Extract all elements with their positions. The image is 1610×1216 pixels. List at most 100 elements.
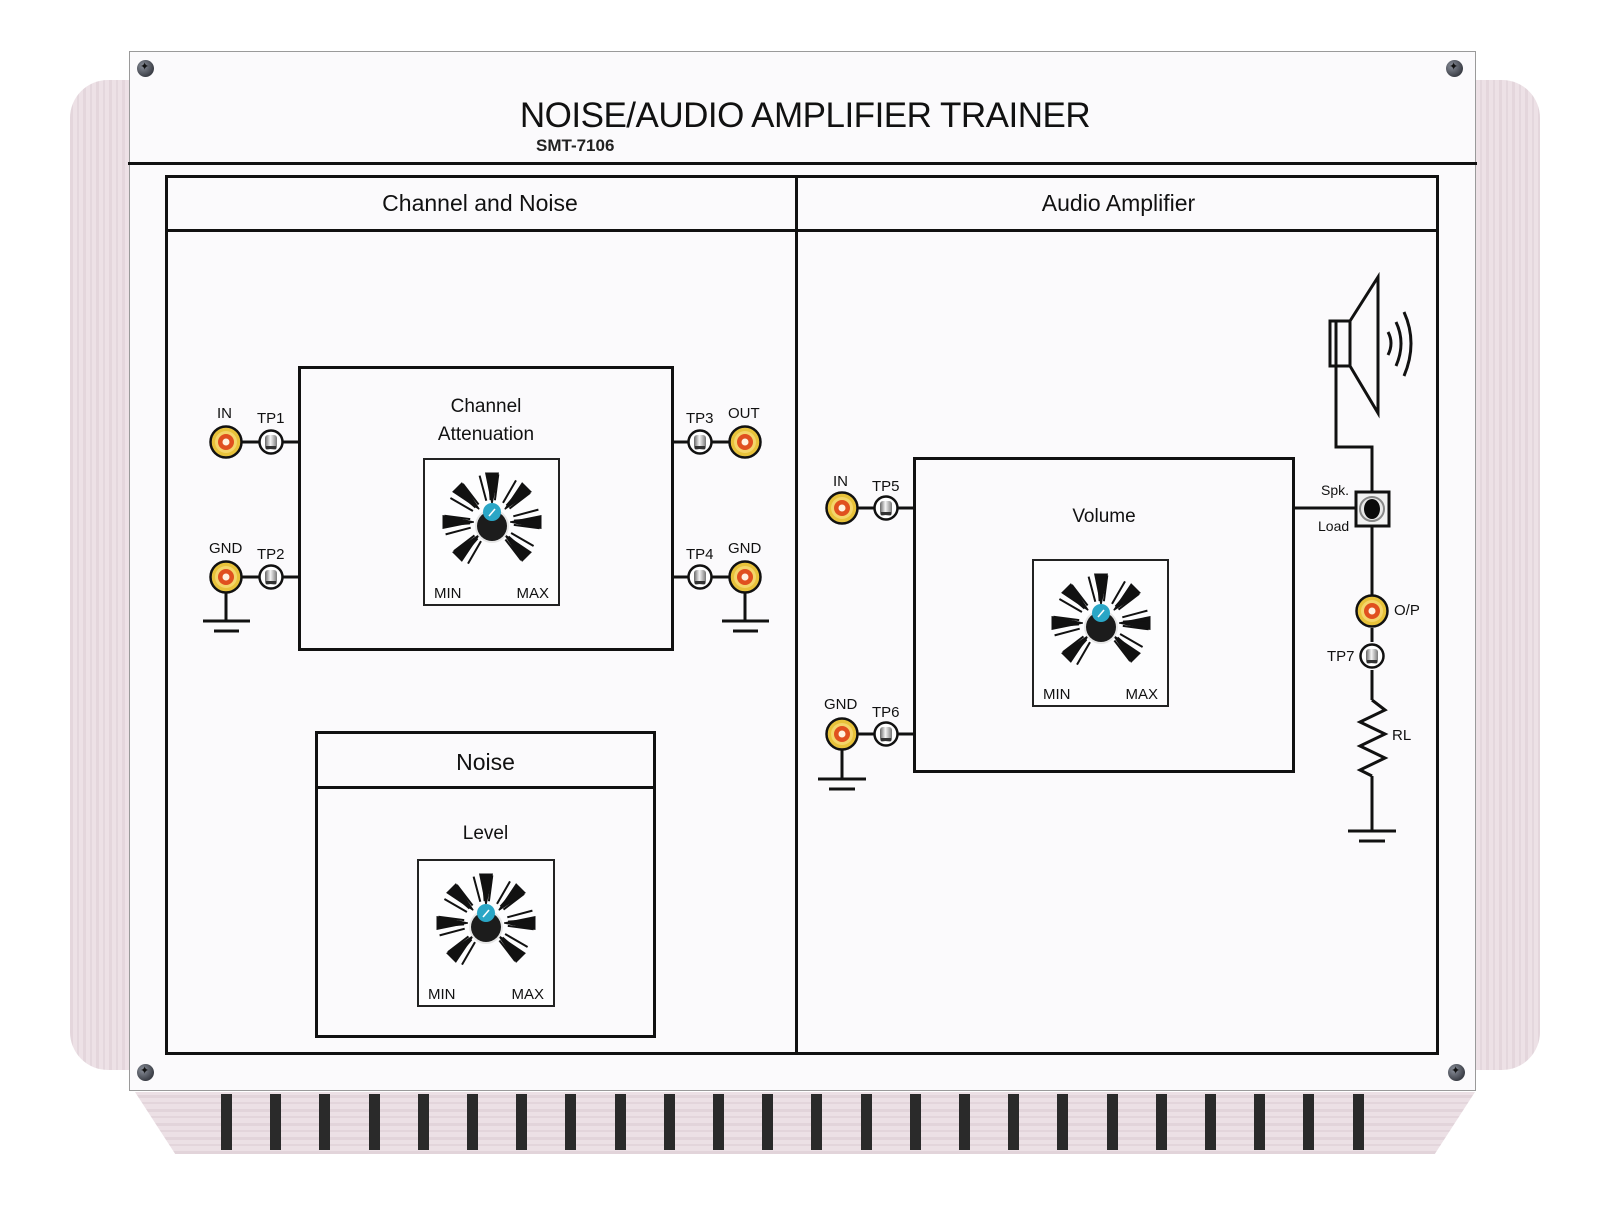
tp3-test-point[interactable] <box>687 429 713 455</box>
section-divider <box>795 175 798 1055</box>
volume-knob[interactable]: MIN MAX <box>1032 559 1169 707</box>
gnd-label: GND <box>824 696 858 713</box>
spk-label: Spk. <box>1321 482 1350 498</box>
test-point-icon <box>1359 643 1385 669</box>
gnd-jack[interactable] <box>825 717 859 751</box>
vent-slot <box>319 1094 331 1150</box>
tp2-test-point[interactable] <box>258 564 284 590</box>
vent-slot <box>1254 1094 1266 1150</box>
vent-slot <box>1008 1094 1020 1150</box>
test-point-icon <box>258 564 284 590</box>
vent-slot <box>1106 1094 1118 1150</box>
vent-slot <box>614 1094 626 1150</box>
knob-dial-icon <box>1051 573 1151 666</box>
in-label: IN <box>217 405 232 422</box>
vent-slot <box>1057 1094 1069 1150</box>
op-jack[interactable] <box>1355 594 1389 628</box>
tp4-test-point[interactable] <box>687 564 713 590</box>
model-number: SMT-7106 <box>536 136 615 155</box>
tp7-test-point[interactable] <box>1359 643 1385 669</box>
header-divider <box>165 229 1439 232</box>
volume-block <box>913 457 1295 773</box>
jack-icon <box>209 560 243 594</box>
channel-attenuation-block <box>298 366 674 651</box>
front-panel <box>129 51 1476 1091</box>
op-label: O/P <box>1394 602 1420 619</box>
trainer-title: NOISE/AUDIO AMPLIFIER TRAINER <box>519 96 1091 135</box>
out-jack[interactable] <box>728 425 762 459</box>
screw-icon <box>1448 1064 1465 1081</box>
test-point-icon <box>873 721 899 747</box>
knob-dial-icon <box>442 472 542 565</box>
test-point-icon <box>687 564 713 590</box>
vent-slot <box>516 1094 528 1150</box>
spk-load-switch <box>1354 490 1391 528</box>
tp5-label: TP5 <box>872 478 900 495</box>
jack-icon <box>825 491 859 525</box>
gnd-label: GND <box>728 540 762 557</box>
tp1-test-point[interactable] <box>258 429 284 455</box>
in-jack[interactable] <box>825 491 859 525</box>
in-label: IN <box>833 473 848 490</box>
noise-block <box>315 731 656 1038</box>
section-header-channel-noise: Channel and Noise <box>382 190 578 216</box>
vent-slot <box>1303 1094 1315 1150</box>
ground-symbols <box>203 619 1396 843</box>
test-point-icon <box>258 429 284 455</box>
jack-icon <box>1355 594 1389 628</box>
speaker-icon <box>1328 271 1413 419</box>
tp1-label: TP1 <box>257 410 285 427</box>
vent-slot <box>368 1094 380 1150</box>
knob-max-label: MAX <box>1125 686 1158 703</box>
tp5-test-point[interactable] <box>873 495 899 521</box>
channel-attenuation-knob[interactable]: MIN MAX <box>423 458 560 606</box>
volume-label: Volume <box>1072 506 1136 527</box>
out-label: OUT <box>728 405 760 422</box>
tp6-test-point[interactable] <box>873 721 899 747</box>
in-jack[interactable] <box>209 425 243 459</box>
vent-slot <box>909 1094 921 1150</box>
vent-slot <box>221 1094 232 1150</box>
screw-icon <box>137 1064 154 1081</box>
rl-label: RL <box>1392 727 1412 744</box>
vent-slot <box>1205 1094 1216 1150</box>
channel-label: Channel <box>450 396 522 417</box>
jack-icon <box>728 425 762 459</box>
knob-max-label: MAX <box>511 986 544 1003</box>
noise-header-divider <box>315 786 656 789</box>
sections-frame <box>165 175 1439 1055</box>
title-divider <box>128 162 1477 165</box>
load-label: Load <box>1318 518 1350 534</box>
gnd-jack[interactable] <box>728 560 762 594</box>
vent-slot <box>1155 1094 1167 1150</box>
tp6-label: TP6 <box>872 704 900 721</box>
tp4-label: TP4 <box>686 546 714 563</box>
attenuation-label: Attenuation <box>437 424 535 445</box>
vent-slot <box>663 1094 675 1150</box>
wood-base <box>135 1092 1475 1154</box>
vent-slot <box>467 1094 478 1150</box>
knob-max-label: MAX <box>516 585 549 602</box>
vent-slot <box>417 1094 429 1150</box>
test-point-icon <box>873 495 899 521</box>
vent-slot <box>270 1094 282 1150</box>
gnd-jack[interactable] <box>209 560 243 594</box>
knob-min-label: MIN <box>434 585 462 602</box>
section-header-audio-amplifier: Audio Amplifier <box>1041 190 1196 216</box>
vent-slot <box>811 1094 823 1150</box>
jack-icon <box>209 425 243 459</box>
screw-icon <box>137 60 154 77</box>
tp3-label: TP3 <box>686 410 714 427</box>
vent-slot <box>713 1094 724 1150</box>
knob-min-label: MIN <box>1043 686 1071 703</box>
screw-icon <box>1446 60 1463 77</box>
tp7-label: TP7 <box>1327 648 1355 665</box>
knob-min-label: MIN <box>428 986 456 1003</box>
tp2-label: TP2 <box>257 546 285 563</box>
vent-slot <box>860 1094 872 1150</box>
jack-icon <box>825 717 859 751</box>
noise-level-knob[interactable]: MIN MAX <box>417 859 555 1007</box>
noise-header: Noise <box>456 749 515 775</box>
vent-slot <box>959 1094 970 1150</box>
